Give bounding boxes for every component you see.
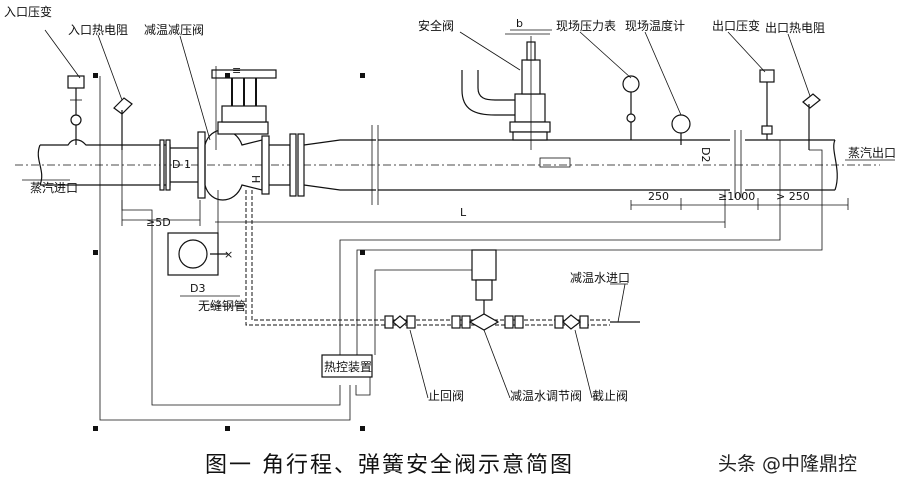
label-water-regulating-valve: 减温水调节阀 (510, 389, 582, 403)
label-thermal-control-device: 热控装置 (324, 360, 372, 374)
valve-positioner: × (167, 190, 233, 276)
dim-250-a: 250 (648, 190, 669, 203)
isolation-valve-1 (451, 315, 471, 329)
field-pressure-gauge (622, 75, 640, 140)
check-valve (384, 315, 416, 329)
inlet-pipe (15, 139, 880, 186)
dim-h: H (249, 175, 262, 183)
dim-d3: D3 (190, 282, 205, 295)
water-regulating-valve (468, 249, 500, 331)
dimension-lines (121, 29, 849, 297)
dim-b: b (516, 17, 523, 30)
inlet-thermal-resistor (113, 97, 133, 150)
outlet-pipe (378, 130, 838, 198)
label-outlet-thermal-resistor: 出口热电阻 (765, 21, 825, 35)
label-desuperheating-valve: 减温减压阀 (144, 23, 204, 37)
label-inlet-pressure-transmitter: 入口压变 (4, 4, 52, 19)
svg-text:≡: ≡ (232, 64, 241, 77)
figure-caption: 图一 角行程、弹簧安全阀示意简图 (205, 453, 574, 478)
dim-l: L (460, 206, 467, 219)
desuperheating-valve-body: ≡ (204, 64, 376, 201)
thermal-control-device (321, 354, 373, 378)
label-outlet-pressure-transmitter: 出口压变 (712, 18, 760, 33)
label-check-valve: 止回阀 (428, 389, 464, 403)
safety-valve (461, 33, 551, 150)
label-steam-inlet: 蒸汽进口 (30, 180, 78, 195)
label-seamless-pipe: 无缝钢管 (198, 298, 246, 313)
outlet-pressure-transmitter (759, 69, 775, 140)
dim-1000: ≥1000 (718, 190, 755, 203)
dim-d1: D 1 (172, 158, 191, 171)
label-inlet-thermal-resistor: 入口热电阻 (68, 23, 128, 37)
label-field-pressure-gauge: 现场压力表 (556, 19, 616, 33)
label-field-thermometer: 现场温度计 (625, 18, 685, 33)
inlet-pressure-transmitter (67, 75, 85, 145)
leader-lines (22, 29, 895, 399)
isolation-valve-2 (504, 315, 524, 329)
dim-250-b: > 250 (776, 190, 810, 203)
dim-5d: ≥5D (146, 216, 171, 229)
label-water-inlet: 减温水进口 (570, 271, 630, 285)
label-stop-valve: 截止阀 (592, 389, 628, 403)
dim-d2: D2 (699, 147, 712, 162)
pipe-break (371, 125, 379, 205)
selection-handles (93, 73, 365, 431)
stop-valve (554, 314, 589, 330)
svg-text:×: × (224, 248, 233, 261)
outlet-thermal-resistor (802, 93, 821, 150)
label-safety-valve: 安全阀 (418, 18, 454, 33)
watermark-text: 头条 @中隆鼎控 (718, 453, 858, 475)
label-steam-outlet: 蒸汽出口 (848, 145, 896, 160)
water-injection-line (245, 190, 640, 326)
